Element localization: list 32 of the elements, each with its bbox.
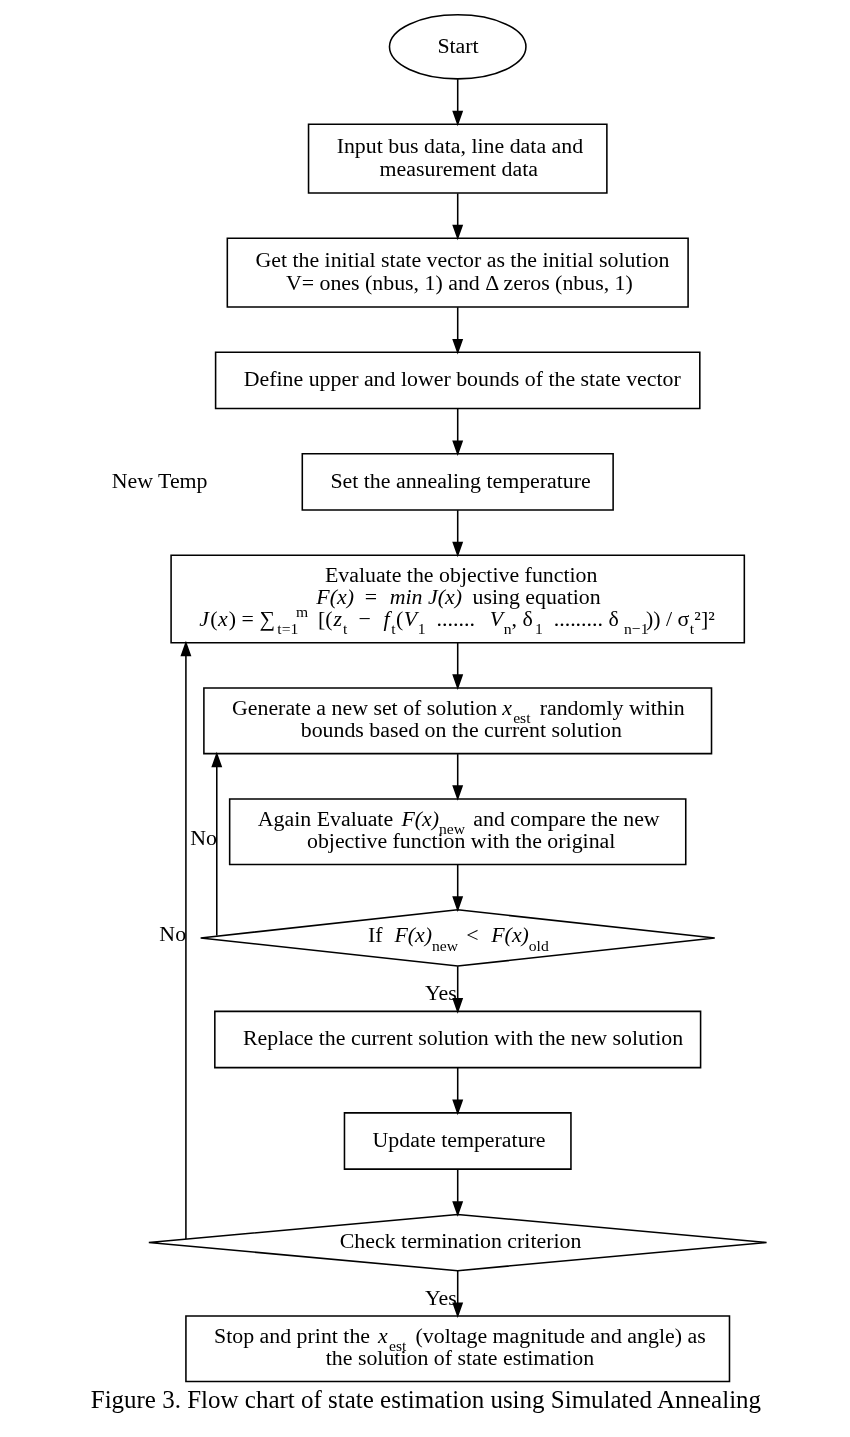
arrow: [452, 407, 464, 457]
node-box: Stop and print the x$_{est}$ (voltage magnitude and angle) as the solution of state estimation: [185, 1315, 731, 1383]
arrow: [452, 192, 464, 241]
arrow: [452, 78, 464, 127]
node-ellipse: Start: [388, 14, 527, 80]
arrow: [452, 965, 464, 1014]
node-box: Replace the current solution with the new solution: [214, 1010, 702, 1069]
node-box: Define upper and lower bounds of the state vector: [214, 351, 701, 410]
arrow: [452, 1168, 464, 1217]
node-box: Input bus data, line data and measurement data: [307, 123, 608, 194]
caption: Figure 3. Flow chart of state estimation using Simulated Annealing: [90, 1385, 762, 1413]
node-box: Generate a new set of solution x$_{est}$ randomly within bounds based on the current solution: [203, 687, 713, 755]
arrow: [180, 640, 192, 1240]
arrow: [452, 306, 464, 355]
edge-label: Yes: [424, 981, 457, 1006]
label: New Temp: [111, 468, 208, 493]
arrow: [211, 751, 223, 937]
node-box: Set the annealing temperature: [301, 453, 614, 511]
arrow: [452, 864, 464, 912]
arrow: [452, 1270, 464, 1319]
arrow: [452, 509, 464, 558]
node-box: Again Evaluate F(x)$_{new}$ and compare the new objective function with the original: [228, 798, 687, 866]
arrow: [452, 642, 464, 690]
edge-label: No: [190, 826, 217, 851]
node-box: Update temperature: [343, 1112, 572, 1170]
edge-label: Yes: [424, 1285, 457, 1310]
node-box: Evaluate the objective function F(x) = min J(x) using equation J(x) = ∑$_{t=1}$$^{m}$ [(z$_{t}$ − f$_{t}$(V$_{1}$ ....... V$_{n}$, δ$_{1}$ ......... δ$_{n−1}$)) / σ$_{t}$²]²: [170, 554, 746, 644]
arrow: [452, 1067, 464, 1116]
node-diamond: Check termination criterion: [148, 1213, 768, 1272]
node-box: Get the initial state vector as the initial solution V= ones (nbus, 1) and Δ zeros (nbus, 1): [226, 237, 689, 308]
arrow: [452, 753, 464, 801]
node-diamond: If F(x)$_{new}$ < F(x)$_{old}$: [199, 909, 716, 967]
